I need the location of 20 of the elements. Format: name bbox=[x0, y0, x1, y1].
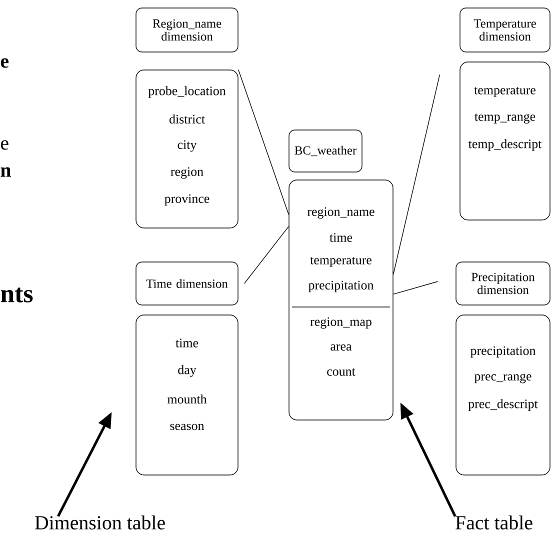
connector-line bbox=[244, 226, 289, 284]
dimension-header-box: BC_weather bbox=[288, 130, 362, 172]
clipped-text: e bbox=[0, 58, 9, 68]
connector-line bbox=[393, 281, 438, 295]
clipped-text: nts bbox=[0, 288, 33, 302]
table-box: temperature temp_range temp_descript bbox=[460, 62, 550, 220]
connector-line bbox=[238, 69, 289, 215]
caption-text: Dimension table bbox=[35, 515, 165, 530]
dimension-header-box: Precipitation dimension bbox=[456, 262, 550, 306]
table-box: precipitation prec_range prec_descript bbox=[456, 314, 550, 476]
dimension-header-box: Time dimension bbox=[136, 262, 238, 306]
connector-line bbox=[393, 74, 440, 275]
clipped-text: n bbox=[0, 167, 11, 177]
table-box: probe_location district city region province bbox=[136, 70, 238, 228]
table-box: region_name time temperature precipitation region_map area count bbox=[288, 180, 394, 420]
dimension-header-box: Region_name dimension bbox=[136, 8, 238, 52]
clipped-text: e bbox=[1, 140, 8, 150]
dimension-header-box: Temperature dimension bbox=[460, 8, 550, 52]
table-box: time day mounth season bbox=[136, 314, 238, 476]
caption-text: Fact table bbox=[456, 515, 532, 530]
